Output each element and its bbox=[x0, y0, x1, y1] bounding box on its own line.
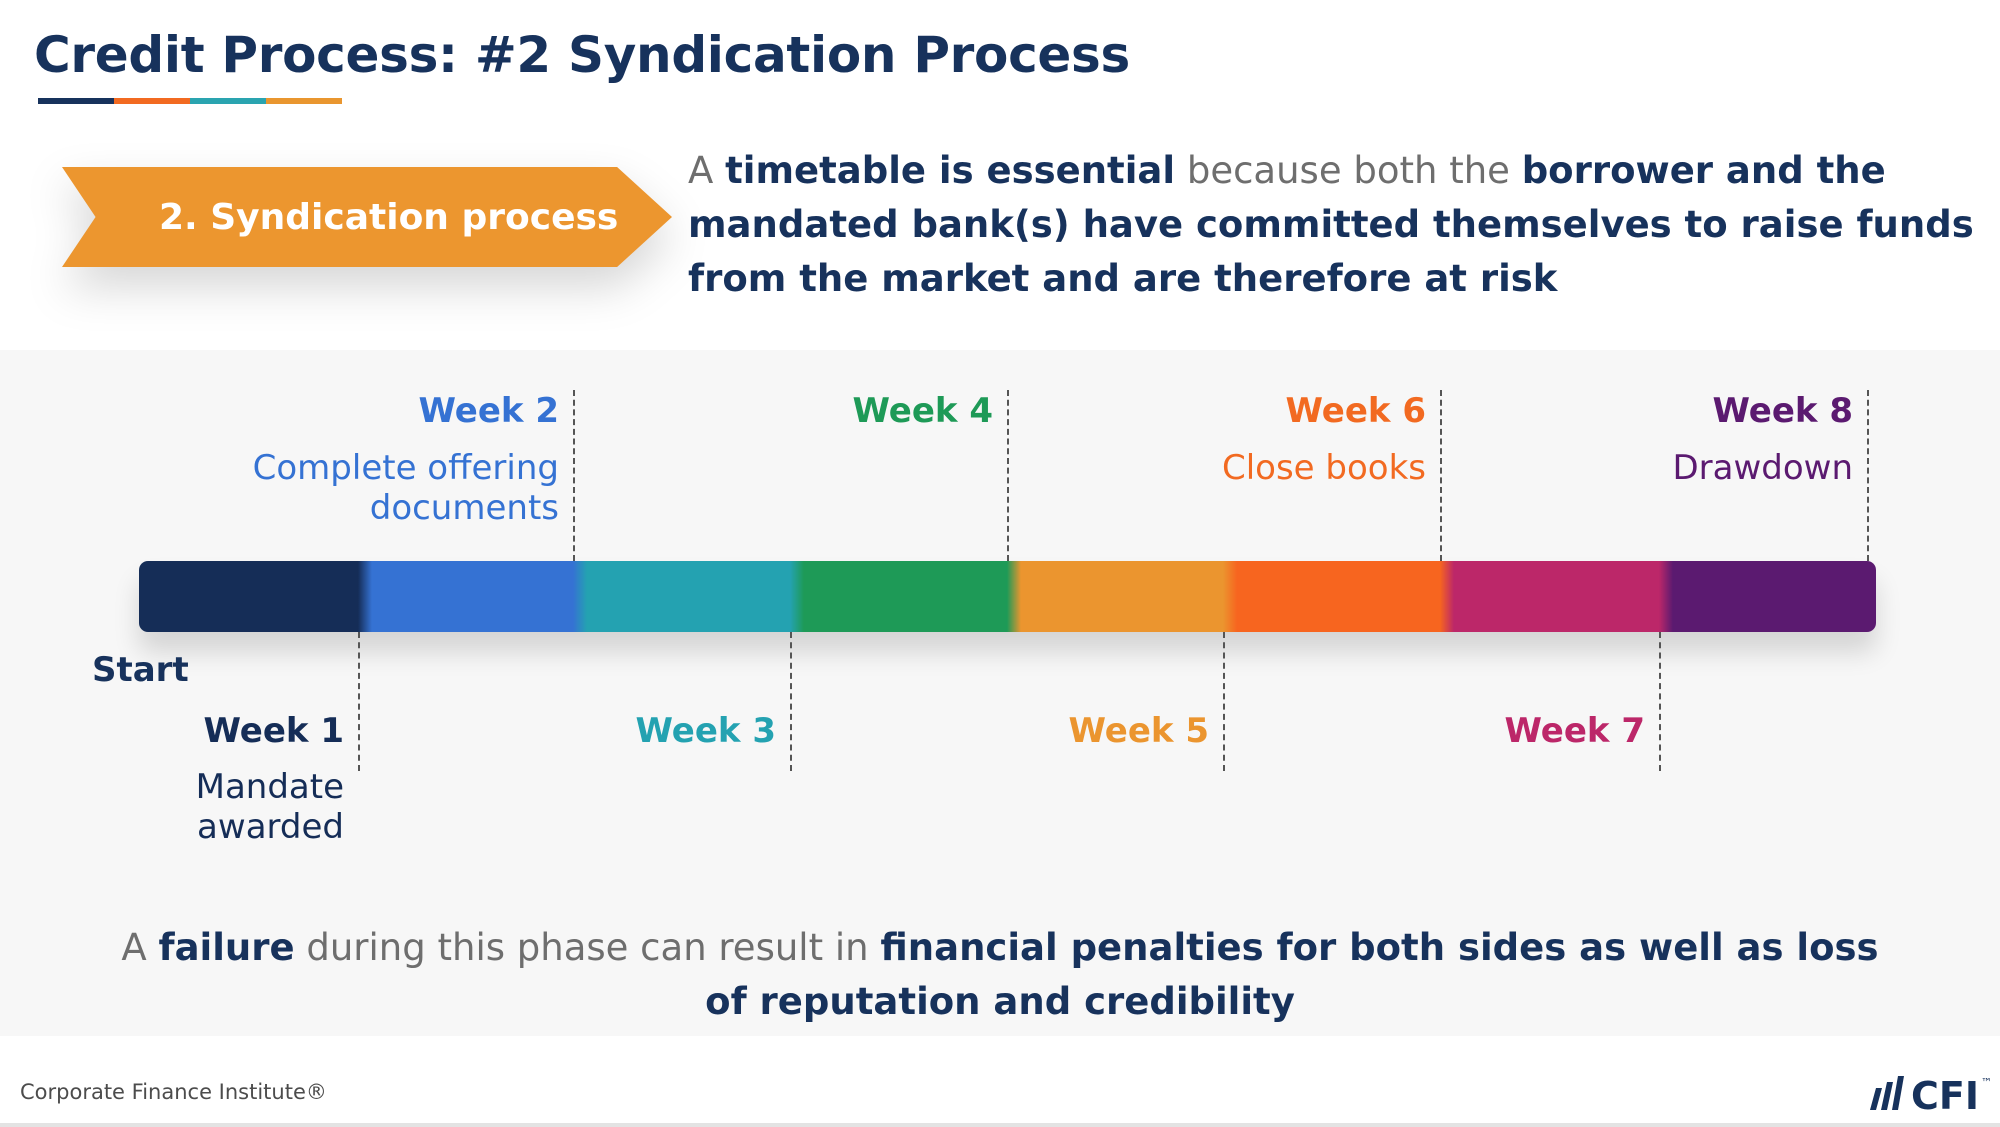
timeline-segment bbox=[1223, 561, 1440, 632]
title-underline-segment bbox=[266, 98, 342, 104]
week-description: Close books bbox=[1221, 448, 1426, 488]
week-divider-line bbox=[790, 632, 792, 771]
timeline-segment bbox=[1659, 561, 1876, 632]
week-description: Drawdown bbox=[1672, 448, 1853, 488]
timeline-segment bbox=[1007, 561, 1223, 632]
week-divider-line bbox=[1223, 632, 1225, 771]
week-divider-line bbox=[573, 390, 575, 561]
intro-text-plain: because both the bbox=[1175, 149, 1522, 192]
timeline-segment bbox=[139, 561, 358, 632]
intro-text-emphasis: borrower and the mandated bank(s) have c… bbox=[688, 149, 1974, 300]
footer-text-plain: during this phase can result in bbox=[294, 926, 881, 969]
intro-text: A timetable is essential because both th… bbox=[688, 144, 1978, 306]
week-label: Week 8 bbox=[1712, 391, 1853, 431]
week-description: Mandate awarded bbox=[195, 767, 344, 847]
week-label: Week 4 bbox=[852, 391, 993, 431]
logo-trademark: ™ bbox=[1980, 1076, 1992, 1089]
section-arrow-shape: 2. Syndication process bbox=[62, 167, 672, 267]
footer-statement: A failure during this phase can result i… bbox=[100, 921, 1900, 1029]
section-arrow-label: 2. Syndication process bbox=[159, 196, 619, 238]
timeline-background bbox=[0, 350, 2000, 1036]
timeline-segment bbox=[790, 561, 1007, 632]
week-divider-line bbox=[1867, 390, 1869, 561]
week-label: Week 6 bbox=[1285, 391, 1426, 431]
intro-text-plain: A bbox=[688, 149, 726, 192]
week-description: Complete offering documents bbox=[252, 448, 559, 528]
week-divider-line bbox=[1659, 632, 1661, 771]
title-underline-segment bbox=[190, 98, 266, 104]
cfi-logo: CFI ™ bbox=[1870, 1076, 1992, 1116]
week-divider-line bbox=[1440, 390, 1442, 561]
week-label: Week 7 bbox=[1504, 711, 1645, 751]
week-divider-line bbox=[358, 632, 360, 771]
timeline-start-label: Start bbox=[92, 650, 189, 690]
week-label: Week 3 bbox=[635, 711, 776, 751]
timeline-segment bbox=[358, 561, 573, 632]
title-underline bbox=[38, 98, 342, 104]
page-title: Credit Process: #2 Syndication Process bbox=[34, 26, 1130, 84]
logo-text: CFI bbox=[1911, 1074, 1979, 1118]
week-label: Week 2 bbox=[418, 391, 559, 431]
copyright-text: Corporate Finance Institute® bbox=[20, 1080, 327, 1104]
footer-text-plain: A bbox=[121, 926, 159, 969]
timeline-segment bbox=[1440, 561, 1659, 632]
intro-text-emphasis: timetable is essential bbox=[725, 149, 1176, 192]
week-label: Week 1 bbox=[203, 711, 344, 751]
timeline-segment bbox=[573, 561, 790, 632]
title-underline-segment bbox=[114, 98, 190, 104]
footer-text-emphasis: financial penalties for both sides as we… bbox=[705, 926, 1879, 1023]
week-label: Week 5 bbox=[1068, 711, 1209, 751]
title-underline-segment bbox=[38, 98, 114, 104]
section-arrow: 2. Syndication process bbox=[62, 167, 672, 267]
week-divider-line bbox=[1007, 390, 1009, 561]
cfi-slashes-icon bbox=[1870, 1076, 1904, 1110]
bottom-rule bbox=[0, 1123, 2000, 1127]
timeline-bar bbox=[139, 561, 1876, 632]
footer-text-emphasis: failure bbox=[158, 926, 295, 969]
